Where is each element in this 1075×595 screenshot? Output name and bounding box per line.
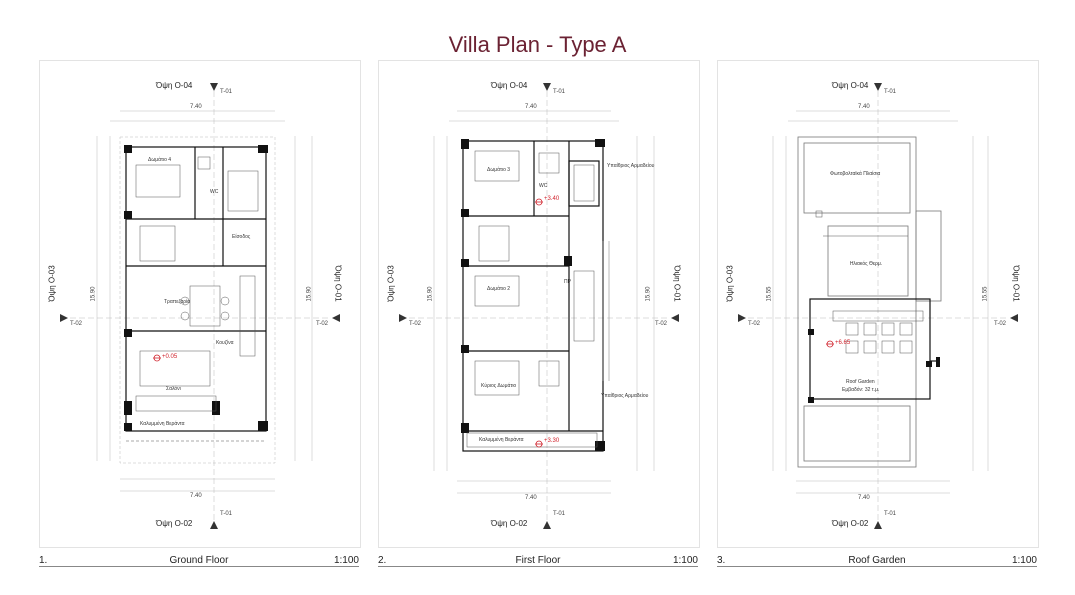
view-label-top: Όψη Ο-04 xyxy=(491,81,528,90)
room-label: Δωμάτιο 4 xyxy=(148,157,172,163)
section-arrow-icon xyxy=(738,83,1018,529)
section-label-bottom: T-01 xyxy=(553,511,566,517)
section-arrow-icon xyxy=(60,83,340,529)
room-label: Δωμάτιο 3 xyxy=(487,167,511,173)
room-label: Roof Garden xyxy=(846,379,875,385)
note-label: Υπαίθριος Αρμαδείου xyxy=(607,163,655,169)
dim-total-top: 7.40 xyxy=(858,104,870,110)
section-label-right: T-02 xyxy=(316,321,329,327)
dim-total-right: 15.55 xyxy=(982,286,989,302)
panel-scale: 1:100 xyxy=(1011,555,1037,566)
room-label: ΠΡ xyxy=(564,279,571,285)
panel-roof-garden: Όψη Ο-04 Όψη Ο-02 Όψη Ο-03 Όψη Ο-01 T-01… xyxy=(717,60,1039,548)
level-marker-icon xyxy=(826,340,834,348)
view-label-bottom: Όψη Ο-02 xyxy=(832,519,869,528)
panel-name: Roof Garden xyxy=(848,555,906,566)
room-label: Σαλόνι xyxy=(166,386,181,392)
room-label: Είσοδος xyxy=(232,234,251,240)
section-label-top: T-01 xyxy=(884,89,897,95)
roof-garden-plan xyxy=(738,83,1018,529)
panel-number: 3. xyxy=(717,555,726,566)
footer-ground-floor: 1. Ground Floor 1:100 xyxy=(39,550,359,567)
first-floor-plan xyxy=(399,83,679,529)
section-label-right: T-02 xyxy=(655,321,668,327)
ground-floor-plan xyxy=(60,83,340,529)
dim-total-top: 7.40 xyxy=(190,104,202,110)
section-label-left: T-02 xyxy=(409,321,422,327)
view-label-right: Όψη Ο-01 xyxy=(333,265,343,302)
panel-ground-floor: Όψη Ο-04 Όψη Ο-02 Όψη Ο-03 Όψη Ο-01 T-01… xyxy=(39,60,361,548)
page-title: Villa Plan - Type A xyxy=(448,32,627,57)
panel-first-floor: Όψη Ο-04 Όψη Ο-02 Όψη Ο-03 Όψη Ο-01 T-01… xyxy=(378,60,700,548)
room-label: Κύριος Δωμάτιο xyxy=(481,383,517,389)
section-label-right: T-02 xyxy=(994,321,1007,327)
panel-scale: 1:100 xyxy=(672,555,698,566)
section-arrow-icon xyxy=(399,83,679,529)
room-label: Φωτοβολταϊκά Πλαίσια xyxy=(830,171,881,177)
dim-total-bottom: 7.40 xyxy=(858,495,870,501)
dim-total-bottom: 7.40 xyxy=(525,495,537,501)
room-label: WC xyxy=(539,183,548,189)
level-value: +3.30 xyxy=(544,438,560,444)
room-label: Ηλιακός Θερμ. xyxy=(849,261,883,267)
dim-total-left: 15.55 xyxy=(766,286,773,302)
section-label-bottom: T-01 xyxy=(220,511,233,517)
view-label-right: Όψη Ο-01 xyxy=(672,265,682,302)
dim-total-bottom: 7.40 xyxy=(190,493,202,499)
dim-total-right: 15.90 xyxy=(306,286,313,302)
panel-number: 1. xyxy=(39,555,48,566)
view-label-top: Όψη Ο-04 xyxy=(156,81,193,90)
room-label: Τραπεζαρία xyxy=(164,299,191,305)
level-marker-icon xyxy=(535,198,543,448)
section-label-left: T-02 xyxy=(748,321,761,327)
view-label-left: Όψη Ο-03 xyxy=(386,265,396,302)
footer-first-floor: 2. First Floor 1:100 xyxy=(378,550,698,567)
level-value: +3.40 xyxy=(544,196,560,202)
section-label-bottom: T-01 xyxy=(884,511,897,517)
level-value: +0.05 xyxy=(162,354,178,360)
panel-name: First Floor xyxy=(515,555,561,566)
dim-total-left: 15.90 xyxy=(90,286,97,302)
section-label-top: T-01 xyxy=(553,89,566,95)
view-label-left: Όψη Ο-03 xyxy=(47,265,57,302)
footer-roof-garden: 3. Roof Garden 1:100 xyxy=(717,550,1037,567)
view-label-right: Όψη Ο-01 xyxy=(1011,265,1021,302)
panel-name: Ground Floor xyxy=(169,555,229,566)
view-label-bottom: Όψη Ο-02 xyxy=(491,519,528,528)
level-value: +6.65 xyxy=(835,340,851,346)
panel-scale: 1:100 xyxy=(333,555,359,566)
level-marker-icon xyxy=(153,354,161,362)
dim-total-top: 7.40 xyxy=(525,104,537,110)
room-label: Καλυμμένη Βεράντα xyxy=(140,421,185,427)
view-label-top: Όψη Ο-04 xyxy=(832,81,869,90)
room-label: Δωμάτιο 2 xyxy=(487,286,511,292)
section-label-left: T-02 xyxy=(70,321,83,327)
room-label: Κουζίνα xyxy=(216,340,234,346)
view-label-bottom: Όψη Ο-02 xyxy=(156,519,193,528)
view-label-left: Όψη Ο-03 xyxy=(725,265,735,302)
room-label: Εμβαδόν: 32 τ.μ. xyxy=(842,387,880,393)
room-label: Καλυμμένη Βεράντα xyxy=(479,437,524,443)
note-label: Υπαίθριος Αρμαδείου xyxy=(601,393,649,399)
dim-total-left: 15.90 xyxy=(427,286,434,302)
room-label: WC xyxy=(210,189,219,195)
dim-total-right: 15.90 xyxy=(645,286,652,302)
section-label-top: T-01 xyxy=(220,89,233,95)
panel-number: 2. xyxy=(378,555,387,566)
